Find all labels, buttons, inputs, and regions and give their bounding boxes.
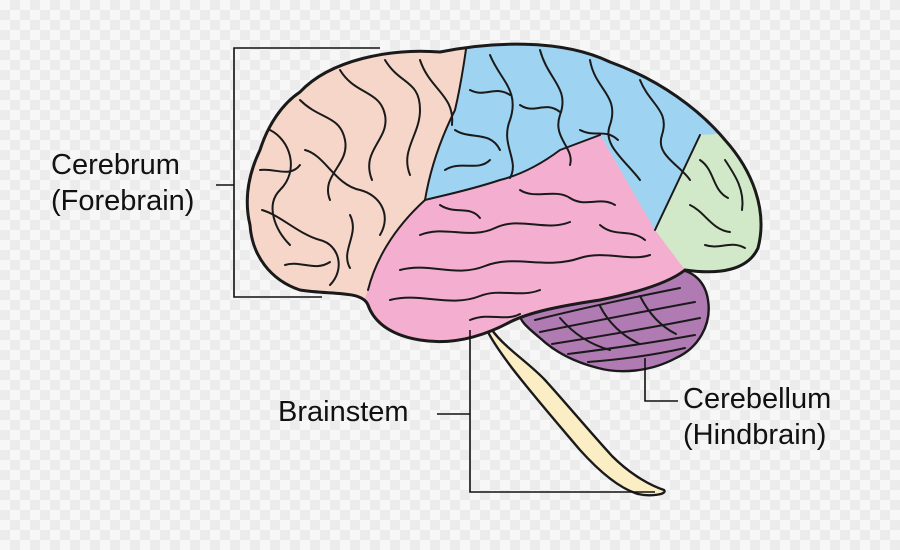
brain-outline	[245, 42, 763, 344]
cerebrum-label-line2: (Forebrain)	[51, 185, 195, 217]
brainstem-label: Brainstem	[278, 394, 409, 430]
brainstem-label-text: Brainstem	[278, 396, 409, 428]
cerebrum-bracket	[233, 47, 380, 298]
cerebrum-label-line1: Cerebrum	[51, 149, 180, 181]
cerebellum-label-line2: (Hindbrain)	[683, 419, 827, 451]
cerebrum	[245, 42, 763, 344]
cerebrum-label: Cerebrum (Forebrain)	[51, 147, 194, 219]
brainstem-region	[486, 328, 666, 497]
cerebrum-folds	[259, 49, 746, 321]
cerebellum-label: Cerebellum (Hindbrain)	[683, 381, 831, 453]
cerebellum-leader	[644, 358, 678, 402]
leader-lines	[216, 47, 678, 493]
cerebellum-folia	[534, 287, 701, 363]
brainstem-leader	[437, 330, 655, 493]
cerebellum-label-line1: Cerebellum	[683, 383, 832, 415]
